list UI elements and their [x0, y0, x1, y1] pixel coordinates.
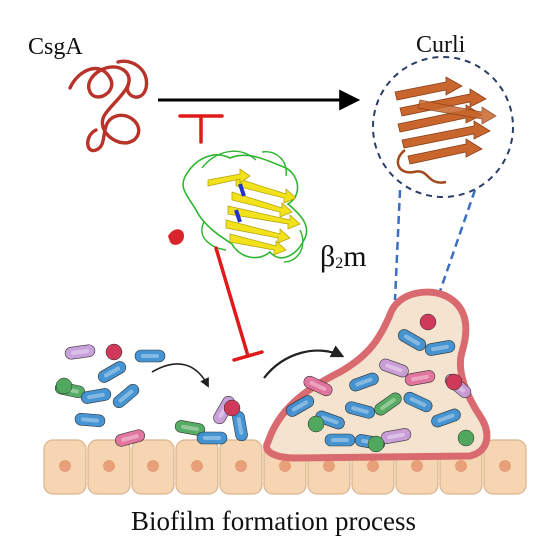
epithelial-cell-icon: [483, 439, 527, 495]
bacterium-icon: [112, 383, 140, 409]
process-arrow-1: [151, 363, 209, 388]
bacterium-icon: [349, 372, 379, 392]
bacterium-icon: [324, 433, 356, 447]
bacterium-icon: [404, 370, 436, 386]
bacterium-icon: [403, 391, 433, 413]
bacterium-icon: [431, 408, 461, 428]
csga-coil-icon: [68, 59, 149, 153]
bacterium-icon: [55, 377, 73, 395]
bacterium-icon: [134, 349, 166, 363]
bacterium-icon: [196, 431, 228, 445]
zoom-line-left: [393, 189, 402, 301]
curli-fibril-icon: [372, 56, 514, 198]
bacterium-icon: [303, 375, 333, 397]
process-arrow-2: [263, 345, 345, 379]
epithelial-cell-icon: [43, 439, 87, 495]
bacterium-icon: [232, 410, 248, 442]
epithelial-cell-icon: [131, 439, 175, 495]
bacterium-icon: [379, 358, 409, 378]
csga-label: CsgA: [28, 34, 83, 60]
bacterium-icon: [97, 361, 127, 383]
epithelial-cell-icon: [175, 439, 219, 495]
curli-label: Curli: [416, 32, 466, 58]
inhibition-mark-top: [178, 114, 224, 144]
diagram-caption: Biofilm formation process: [131, 506, 416, 536]
bacterium-icon: [345, 401, 375, 419]
bacterium-icon: [419, 313, 437, 331]
bacterium-icon: [115, 429, 145, 447]
bacterium-icon: [74, 412, 106, 428]
bacterium-icon: [424, 340, 456, 356]
epithelial-cell-icon: [87, 439, 131, 495]
bacterium-icon: [445, 373, 463, 391]
bacterium-icon: [367, 435, 385, 453]
bacterium-icon: [105, 343, 123, 361]
bacterium-icon: [374, 392, 402, 416]
epithelial-cell-icon: [219, 439, 263, 495]
beta2m-label-sub: 2: [335, 255, 344, 272]
bacterium-icon: [307, 415, 325, 433]
bacterium-icon: [457, 429, 475, 447]
bacterium-icon: [174, 420, 206, 436]
bacterium-icon: [397, 329, 427, 351]
beta2m-protein-icon: [168, 150, 308, 263]
bacteria-group: [54, 313, 475, 453]
beta2m-label: β2m: [320, 240, 367, 274]
inhibition-mark-bottom: [214, 246, 264, 362]
bacterium-icon: [80, 388, 112, 404]
bacterium-icon: [285, 395, 315, 417]
bacterium-icon: [64, 344, 96, 360]
beta2m-label-tail: m: [343, 240, 367, 273]
beta2m-label-base: β: [320, 240, 336, 273]
zoom-line-right: [435, 189, 477, 301]
bacterium-icon: [315, 410, 345, 430]
bacterium-icon: [223, 399, 241, 417]
